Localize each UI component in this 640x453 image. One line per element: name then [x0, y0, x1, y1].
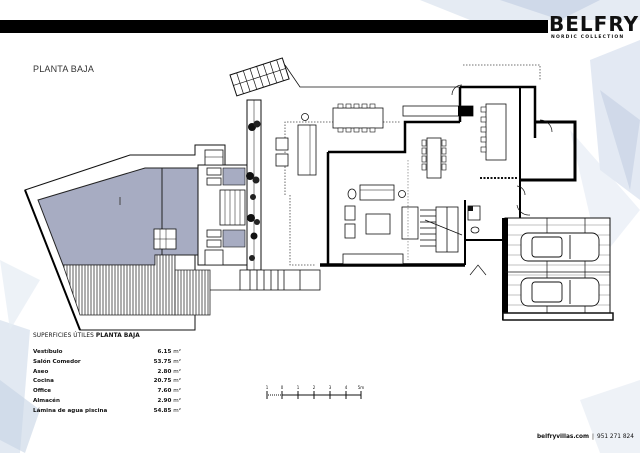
area-unit: m²: [173, 349, 181, 355]
brand-logo: BELFRY NORDIC COLLECTION: [549, 14, 639, 40]
area-label: Office: [33, 388, 52, 395]
area-row: Office 7.60 m²: [33, 387, 181, 397]
garage: [502, 217, 614, 321]
page-title: PLANTA BAJA: [33, 64, 95, 74]
areas-title-prefix: SUPERFICIES ÚTILES: [33, 333, 96, 339]
area-value: 6.15: [157, 349, 172, 355]
area-value: 2.80: [157, 368, 172, 375]
area-label: Aseo: [33, 368, 49, 375]
area-value: 54.85: [153, 407, 172, 414]
pool-area: [24, 144, 226, 331]
scale-tick: 3: [329, 385, 332, 390]
pergola: [229, 57, 290, 97]
area-value: 20.75: [153, 378, 172, 385]
area-unit: m²: [173, 397, 181, 404]
area-label: Vestíbulo: [33, 349, 63, 355]
area-unit: m²: [173, 358, 181, 365]
area-row: Aseo 2.80 m²: [33, 368, 181, 378]
areas-table: SUPERFICIES ÚTILES PLANTA BAJA Vestíbulo…: [33, 333, 181, 417]
area-value: 7.60: [157, 388, 172, 395]
scale-tick: 5m: [358, 385, 365, 390]
entrance-steps: [210, 269, 321, 291]
footer-contact: belfryvillas.com | 951 271 824: [537, 434, 634, 440]
area-label: Lámina de agua piscina: [33, 407, 108, 414]
area-unit: m²: [173, 407, 181, 414]
website-link[interactable]: belfryvillas.com: [537, 434, 589, 440]
area-unit: m²: [173, 378, 181, 385]
areas-table-title: SUPERFICIES ÚTILES PLANTA BAJA: [33, 333, 181, 339]
area-unit: m²: [173, 368, 181, 375]
car-icon: [520, 277, 600, 307]
area-row: Vestíbulo 6.15 m²: [33, 348, 181, 358]
planter-strip: [246, 99, 262, 271]
area-value: 2.90: [157, 397, 172, 404]
scale-tick: 0: [281, 385, 284, 390]
header-accent-bar: [0, 20, 548, 33]
area-row: Cocina 20.75 m²: [33, 377, 181, 387]
area-row: Lámina de agua piscina 54.85 m²: [33, 407, 181, 417]
phone-number: 951 271 824: [597, 434, 634, 440]
area-row: Salón Comedor 53.75 m²: [33, 358, 181, 368]
area-row: Almacén 2.90 m²: [33, 397, 181, 407]
area-label: Cocina: [33, 378, 54, 385]
area-label: Salón Comedor: [33, 358, 81, 365]
brand-subtitle: NORDIC COLLECTION: [551, 35, 625, 40]
scale-tick: 4: [345, 385, 348, 390]
site-boundary: [284, 64, 460, 88]
area-label: Almacén: [33, 397, 60, 404]
brand-name: BELFRY: [549, 12, 640, 36]
scale-tick: 2: [313, 385, 316, 390]
scale-tick: 1: [266, 385, 269, 390]
pool-house: [197, 149, 249, 266]
scale-tick: 1: [297, 385, 300, 390]
area-value: 53.75: [153, 358, 172, 365]
footer-separator: |: [592, 434, 594, 440]
scale-bar: 1 0 1 2 3 4 5m: [266, 385, 365, 399]
main-house: [275, 64, 577, 276]
areas-title-bold: PLANTA BAJA: [95, 333, 140, 339]
car-icon: [520, 232, 600, 262]
area-unit: m²: [173, 388, 181, 395]
